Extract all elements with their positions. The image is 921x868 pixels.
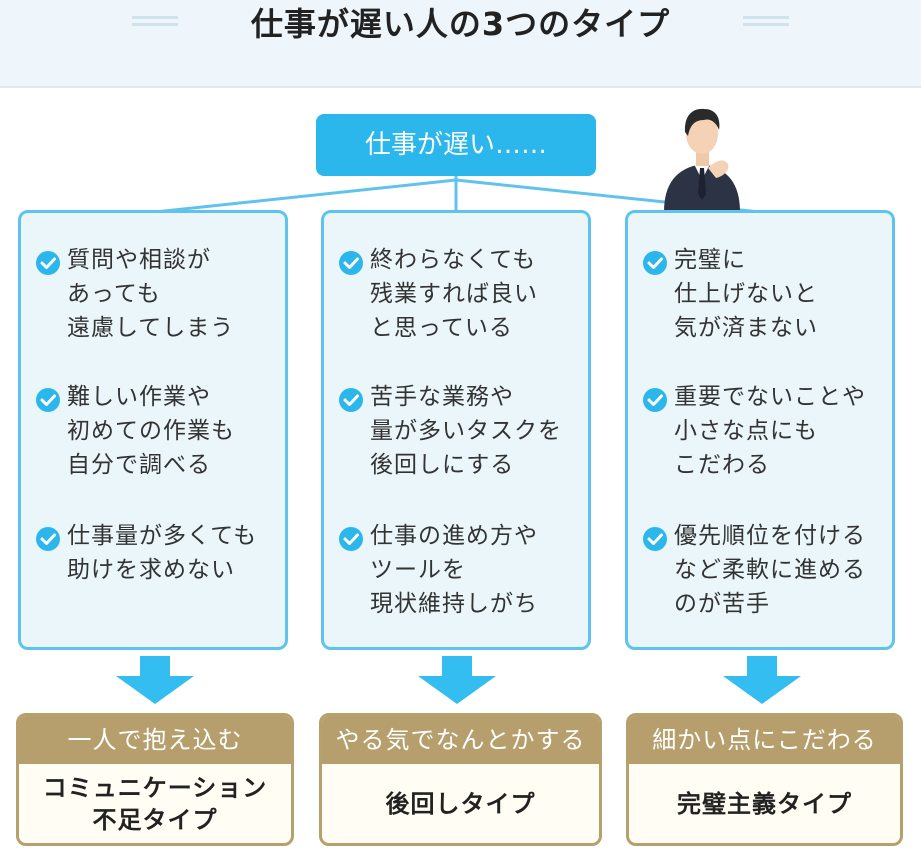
column-procrastination: 終わらなくても 残業すれば良い と思っている 苦手な業務や 量が多いタスクを 後… (321, 210, 591, 650)
result-type: 完璧主義タイプ (677, 789, 852, 818)
title-decoration-left (132, 16, 178, 26)
column-communication: 質問や相談が あっても 遠慮してしまう 難しい作業や 初めての作業も 自分で調べ… (18, 210, 288, 650)
title-decoration-right (743, 16, 789, 26)
list-item: 仕事量が多くても 助けを求めない (35, 519, 279, 587)
banner-divider (0, 86, 921, 88)
item-text: 重要でないことや 小さな点にも こだわる (674, 384, 866, 478)
list-item: 苦手な業務や 量が多いタスクを 後回しにする (338, 380, 582, 482)
result-box-procrastination: やる気でなんとかする 後回しタイプ (319, 713, 602, 846)
root-node: 仕事が遅い…… (316, 114, 596, 176)
list-item: 仕事の進め方や ツールを 現状維持しがち (338, 519, 582, 621)
arrow-down-icon (418, 656, 496, 704)
result-box-perfectionism: 細かい点にこだわる 完璧主義タイプ (626, 713, 903, 846)
result-header: 細かい点にこだわる (629, 716, 900, 764)
item-text: 仕事の進め方や ツールを 現状維持しがち (370, 523, 538, 617)
check-circle-icon (36, 251, 60, 275)
arrow-down-icon (116, 656, 194, 704)
check-circle-icon (339, 251, 363, 275)
connector-left (154, 178, 457, 214)
check-circle-icon (643, 527, 667, 551)
result-header: 一人で抱え込む (19, 716, 291, 764)
list-item: 質問や相談が あっても 遠慮してしまう (35, 243, 279, 345)
list-item: 完璧に 仕上げないと 気が済まない (642, 243, 886, 345)
check-circle-icon (339, 527, 363, 551)
result-type: 後回しタイプ (385, 789, 536, 818)
item-text: 終わらなくても 残業すれば良い と思っている (370, 247, 538, 341)
check-circle-icon (643, 251, 667, 275)
list-item: 終わらなくても 残業すれば良い と思っている (338, 243, 582, 345)
list-item: 難しい作業や 初めての作業も 自分で調べる (35, 380, 279, 482)
item-text: 苦手な業務や 量が多いタスクを 後回しにする (370, 384, 562, 478)
list-item: 優先順位を付ける など柔軟に進める のが苦手 (642, 519, 886, 621)
arrow-down-icon (723, 656, 801, 704)
check-circle-icon (36, 388, 60, 412)
check-circle-icon (339, 388, 363, 412)
item-text: 完璧に 仕上げないと 気が済まない (674, 247, 818, 341)
result-header: やる気でなんとかする (322, 716, 599, 764)
column-perfectionism: 完璧に 仕上げないと 気が済まない 重要でないことや 小さな点にも こだわる 優… (625, 210, 895, 650)
person-illustration (664, 108, 740, 212)
list-item: 重要でないことや 小さな点にも こだわる (642, 380, 886, 482)
page-title: 仕事が遅い人の3つのタイプ (250, 5, 671, 43)
item-text: 優先順位を付ける など柔軟に進める のが苦手 (674, 523, 866, 617)
item-text: 難しい作業や 初めての作業も 自分で調べる (67, 384, 235, 478)
check-circle-icon (36, 527, 60, 551)
item-text: 質問や相談が あっても 遠慮してしまう (67, 247, 235, 341)
title-banner (0, 0, 921, 88)
result-type: コミュニケーション 不足タイプ (42, 773, 268, 834)
item-text: 仕事量が多くても 助けを求めない (67, 523, 258, 583)
check-circle-icon (643, 388, 667, 412)
result-box-communication: 一人で抱え込む コミュニケーション 不足タイプ (16, 713, 294, 846)
